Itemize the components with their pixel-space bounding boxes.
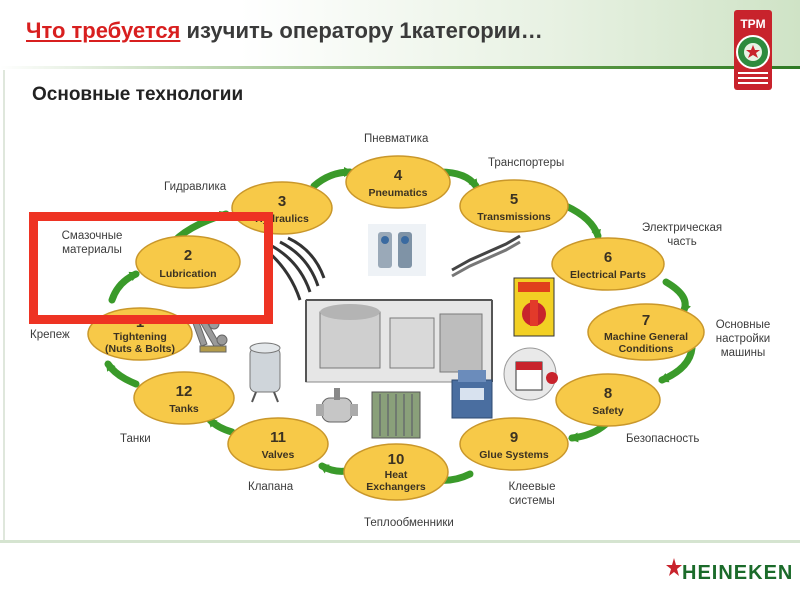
hydraulic-hoses-icon [265, 236, 326, 301]
label-glue: Клеевые системы [500, 480, 564, 508]
label-lubrication-line-1: Смазочные [61, 230, 123, 242]
tank-part-icon [249, 342, 281, 403]
arrow-5-6 [562, 202, 602, 240]
node-5-label: Transmissions [477, 211, 551, 223]
label-electrical: Электрическая часть [634, 221, 730, 249]
label-hydraulics: Гидравлика [164, 181, 227, 193]
lockout-tag-icon [503, 347, 558, 401]
tpm-badge-text: TPM [740, 17, 765, 31]
node-4-number: 4 [394, 167, 403, 184]
heineken-star-icon [666, 558, 682, 576]
arrow-12-1 [104, 360, 140, 388]
node-7-number: 7 [642, 312, 650, 329]
label-lubrication-line-2: материалы [62, 244, 122, 256]
node-1-label-2: (Nuts & Bolts) [105, 343, 175, 355]
label-safety: Безопасность [626, 433, 700, 445]
title-rest: изучить оператору 1категории… [180, 18, 543, 43]
heat-exchanger-icon [371, 391, 421, 439]
label-machine-line-3: машины [720, 347, 766, 359]
node-7-label: Machine General [604, 331, 688, 343]
node-10: 10 Heat Exchangers [343, 443, 449, 501]
arrow-6-7 [662, 278, 691, 314]
node-11-number: 11 [270, 429, 286, 446]
footer-rule [0, 540, 800, 543]
label-heat-exchangers: Теплообменники [364, 517, 454, 529]
arrow-1-2 [108, 270, 140, 304]
node-7: 7 Machine General Conditions [587, 303, 705, 361]
arrow-11-12 [206, 416, 236, 436]
slide-title: Что требуется изучить оператору 1категор… [26, 18, 543, 44]
node-8-number: 8 [604, 385, 612, 402]
valve-part-icon [316, 388, 358, 423]
node-9: 9 Glue Systems [459, 417, 569, 471]
node-10-label-2: Exchangers [366, 481, 426, 493]
label-lubrication: Смазочные материалы [54, 229, 130, 257]
node-9-label: Glue Systems [479, 449, 549, 461]
node-4-label: Pneumatics [369, 187, 428, 199]
node-6-number: 6 [604, 249, 612, 266]
label-valves: Клапана [248, 481, 294, 493]
label-glue-line-1: Клеевые [508, 481, 556, 493]
node-2: 2 Lubrication [135, 235, 241, 289]
label-glue-line-2: системы [509, 495, 555, 507]
label-electrical-line-1: Электрическая [641, 222, 723, 234]
node-3: 3 Hydraulics [231, 181, 333, 235]
header-band [0, 0, 800, 68]
danger-switch-icon [513, 277, 555, 337]
label-transmissions: Транспортеры [488, 157, 565, 169]
node-10-label: Heat [385, 469, 408, 481]
label-tanks: Танки [120, 433, 151, 445]
node-6: 6 Electrical Parts [551, 237, 665, 291]
node-4: 4 Pneumatics [345, 155, 451, 209]
node-3-number: 3 [278, 193, 286, 210]
heineken-logo: HEINEKEN [682, 562, 794, 584]
label-fastening: Крепеж [30, 329, 70, 341]
node-2-label: Lubrication [159, 268, 216, 280]
label-machine-settings: Основные настройки машины [708, 318, 778, 360]
node-1-label: Tightening [113, 331, 166, 343]
node-12-number: 12 [176, 383, 193, 400]
node-11: 11 Valves [227, 417, 329, 471]
label-machine-line-2: настройки [715, 333, 771, 345]
node-10-number: 10 [388, 451, 405, 468]
arrow-7-8 [658, 344, 696, 384]
title-highlight: Что требуется [26, 18, 181, 43]
header-divider [0, 66, 800, 69]
node-6-label: Electrical Parts [570, 269, 646, 281]
glue-unit-icon [451, 370, 493, 419]
node-11-label: Valves [262, 449, 295, 461]
node-2-number: 2 [184, 247, 192, 264]
label-electrical-line-2: часть [667, 236, 697, 248]
highlight-frame [29, 212, 273, 324]
node-9-number: 9 [510, 429, 518, 446]
node-8-label: Safety [592, 405, 624, 417]
chain-part-icon [451, 234, 521, 278]
arrow-3-4 [310, 167, 354, 190]
node-8: 8 Safety [555, 373, 661, 427]
left-rule [3, 70, 5, 540]
node-12: 12 Tanks [133, 371, 235, 425]
node-7-label-2: Conditions [619, 343, 674, 355]
tpm-badge-icon: TPM [734, 10, 772, 90]
node-5-number: 5 [510, 191, 518, 208]
label-pneumatics: Пневматика [364, 133, 429, 145]
node-5: 5 Transmissions [459, 179, 569, 233]
node-12-label: Tanks [169, 403, 199, 415]
machine-illustration-icon [305, 299, 493, 383]
pneumatics-part-icon [368, 224, 426, 276]
section-title: Основные технологии [32, 84, 244, 105]
label-machine-line-1: Основные [715, 319, 771, 331]
